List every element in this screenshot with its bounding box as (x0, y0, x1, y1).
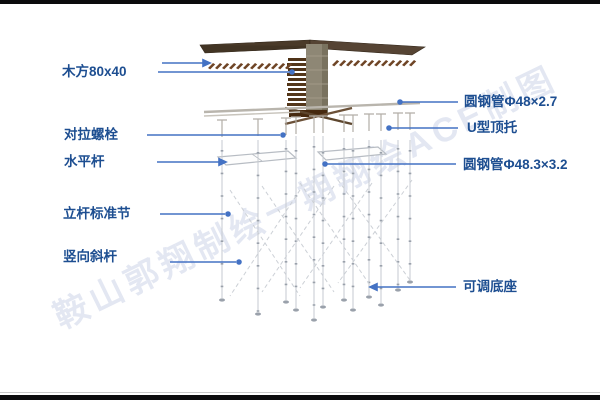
horizontal-ledger-frame (216, 146, 388, 166)
diagonal-braces (229, 179, 413, 297)
label-tie-bolt: 对拉螺栓 (64, 127, 118, 142)
label-diagonal-brace: 竖向斜杆 (63, 249, 117, 264)
bottom-border-bar (0, 395, 600, 400)
adjustable-base-plates (219, 280, 413, 322)
label-steel-pipe-48x27: 圆钢管Φ48×2.7 (464, 94, 558, 109)
label-adjustable-base: 可调底座 (463, 279, 517, 294)
label-u-head-jack: U型顶托 (467, 120, 518, 135)
top-border-bar (0, 0, 600, 4)
formwork-top-slab (199, 39, 426, 56)
label-steel-pipe-483x32: 圆钢管Φ48.3×3.2 (463, 157, 568, 172)
u-head-jacks (217, 112, 415, 137)
steel-pipe-top (203, 101, 421, 117)
label-horizontal-bar: 水平杆 (64, 154, 105, 169)
wood-batten-row (208, 60, 417, 70)
label-wood-batten: 木方80x40 (62, 64, 127, 79)
bottom-divider-line (0, 392, 600, 393)
concrete-column (306, 44, 328, 116)
label-standard-pole: 立杆标准节 (63, 206, 131, 221)
leader-arrows (147, 58, 458, 292)
timber-slat-stack (287, 58, 306, 106)
